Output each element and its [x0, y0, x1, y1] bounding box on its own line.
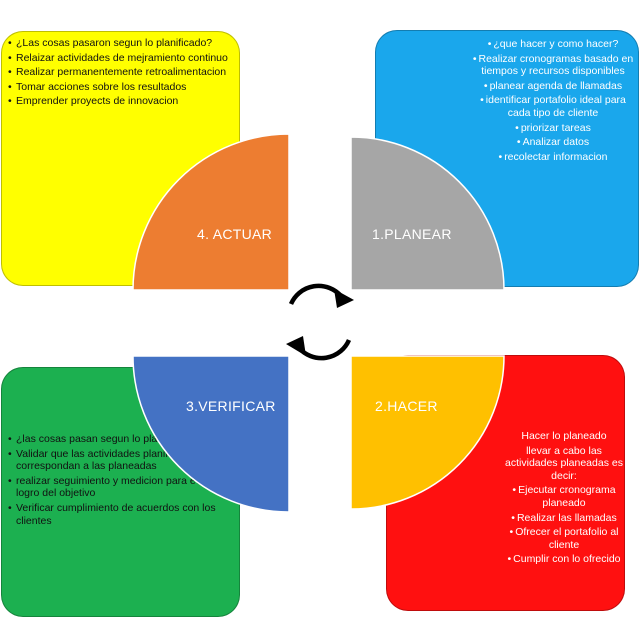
list-item: Verificar cumplimiento de acuerdos con l… — [8, 502, 236, 527]
planear-quadrant — [350, 136, 505, 291]
list-item: •Realizar cronogramas basado en tiempos … — [472, 52, 634, 78]
actuar-quadrant — [132, 133, 290, 291]
verificar-label: 3.VERIFICAR — [186, 398, 276, 414]
planear-list: •¿que hacer y como hacer? •Realizar cron… — [470, 38, 636, 165]
list-item: ¿Las cosas pasaron segun lo planificado? — [8, 37, 236, 50]
list-item: •Analizar datos — [516, 136, 590, 149]
list-item: •Realizar las llamadas — [511, 511, 617, 524]
list-item: •llevar a cabo las actividades planeadas… — [505, 444, 623, 482]
list-item: •recolectar informacion — [498, 150, 608, 163]
hacer-label: 2.HACER — [375, 398, 438, 414]
list-item: realizar seguimiento y medicion para eva… — [8, 475, 236, 500]
list-item: Tomar acciones sobre los resultados — [8, 81, 236, 94]
list-item: •priorizar tareas — [515, 121, 591, 134]
list-item: •identificar portafolio ideal para cada … — [480, 94, 626, 119]
list-item: •¿que hacer y como hacer? — [487, 38, 619, 50]
list-item: Relaizar actividades de mejramiento cont… — [8, 52, 236, 65]
list-item: Realizar permanentemente retroalimentaci… — [8, 66, 236, 79]
cycle-arrows-icon — [286, 283, 354, 361]
list-item: ¿las cosas pasan segun lo planificado? — [8, 433, 236, 446]
list-item: •Ofrecer el portafolio al cliente — [509, 526, 619, 551]
list-item: •Hacer lo planeado — [521, 430, 607, 442]
hacer-list: •Hacer lo planeado •llevar a cabo las ac… — [505, 430, 623, 568]
actuar-list: ¿Las cosas pasaron segun lo planificado?… — [8, 37, 236, 110]
list-item: •Cumplir con lo ofrecido — [507, 553, 621, 566]
list-item: Validar que las actividades planificadas… — [8, 448, 236, 473]
verificar-list: ¿las cosas pasan segun lo planificado? V… — [8, 433, 236, 529]
actuar-label: 4. ACTUAR — [197, 226, 273, 242]
list-item: Emprender proyects de innovacion — [8, 95, 236, 108]
planear-label: 1.PLANEAR — [372, 226, 452, 242]
list-item: •planear agenda de llamadas — [483, 79, 623, 92]
verificar-quadrant — [132, 355, 290, 513]
hacer-quadrant — [350, 355, 505, 510]
list-item: •Ejecutar cronograma planeado — [512, 484, 616, 509]
